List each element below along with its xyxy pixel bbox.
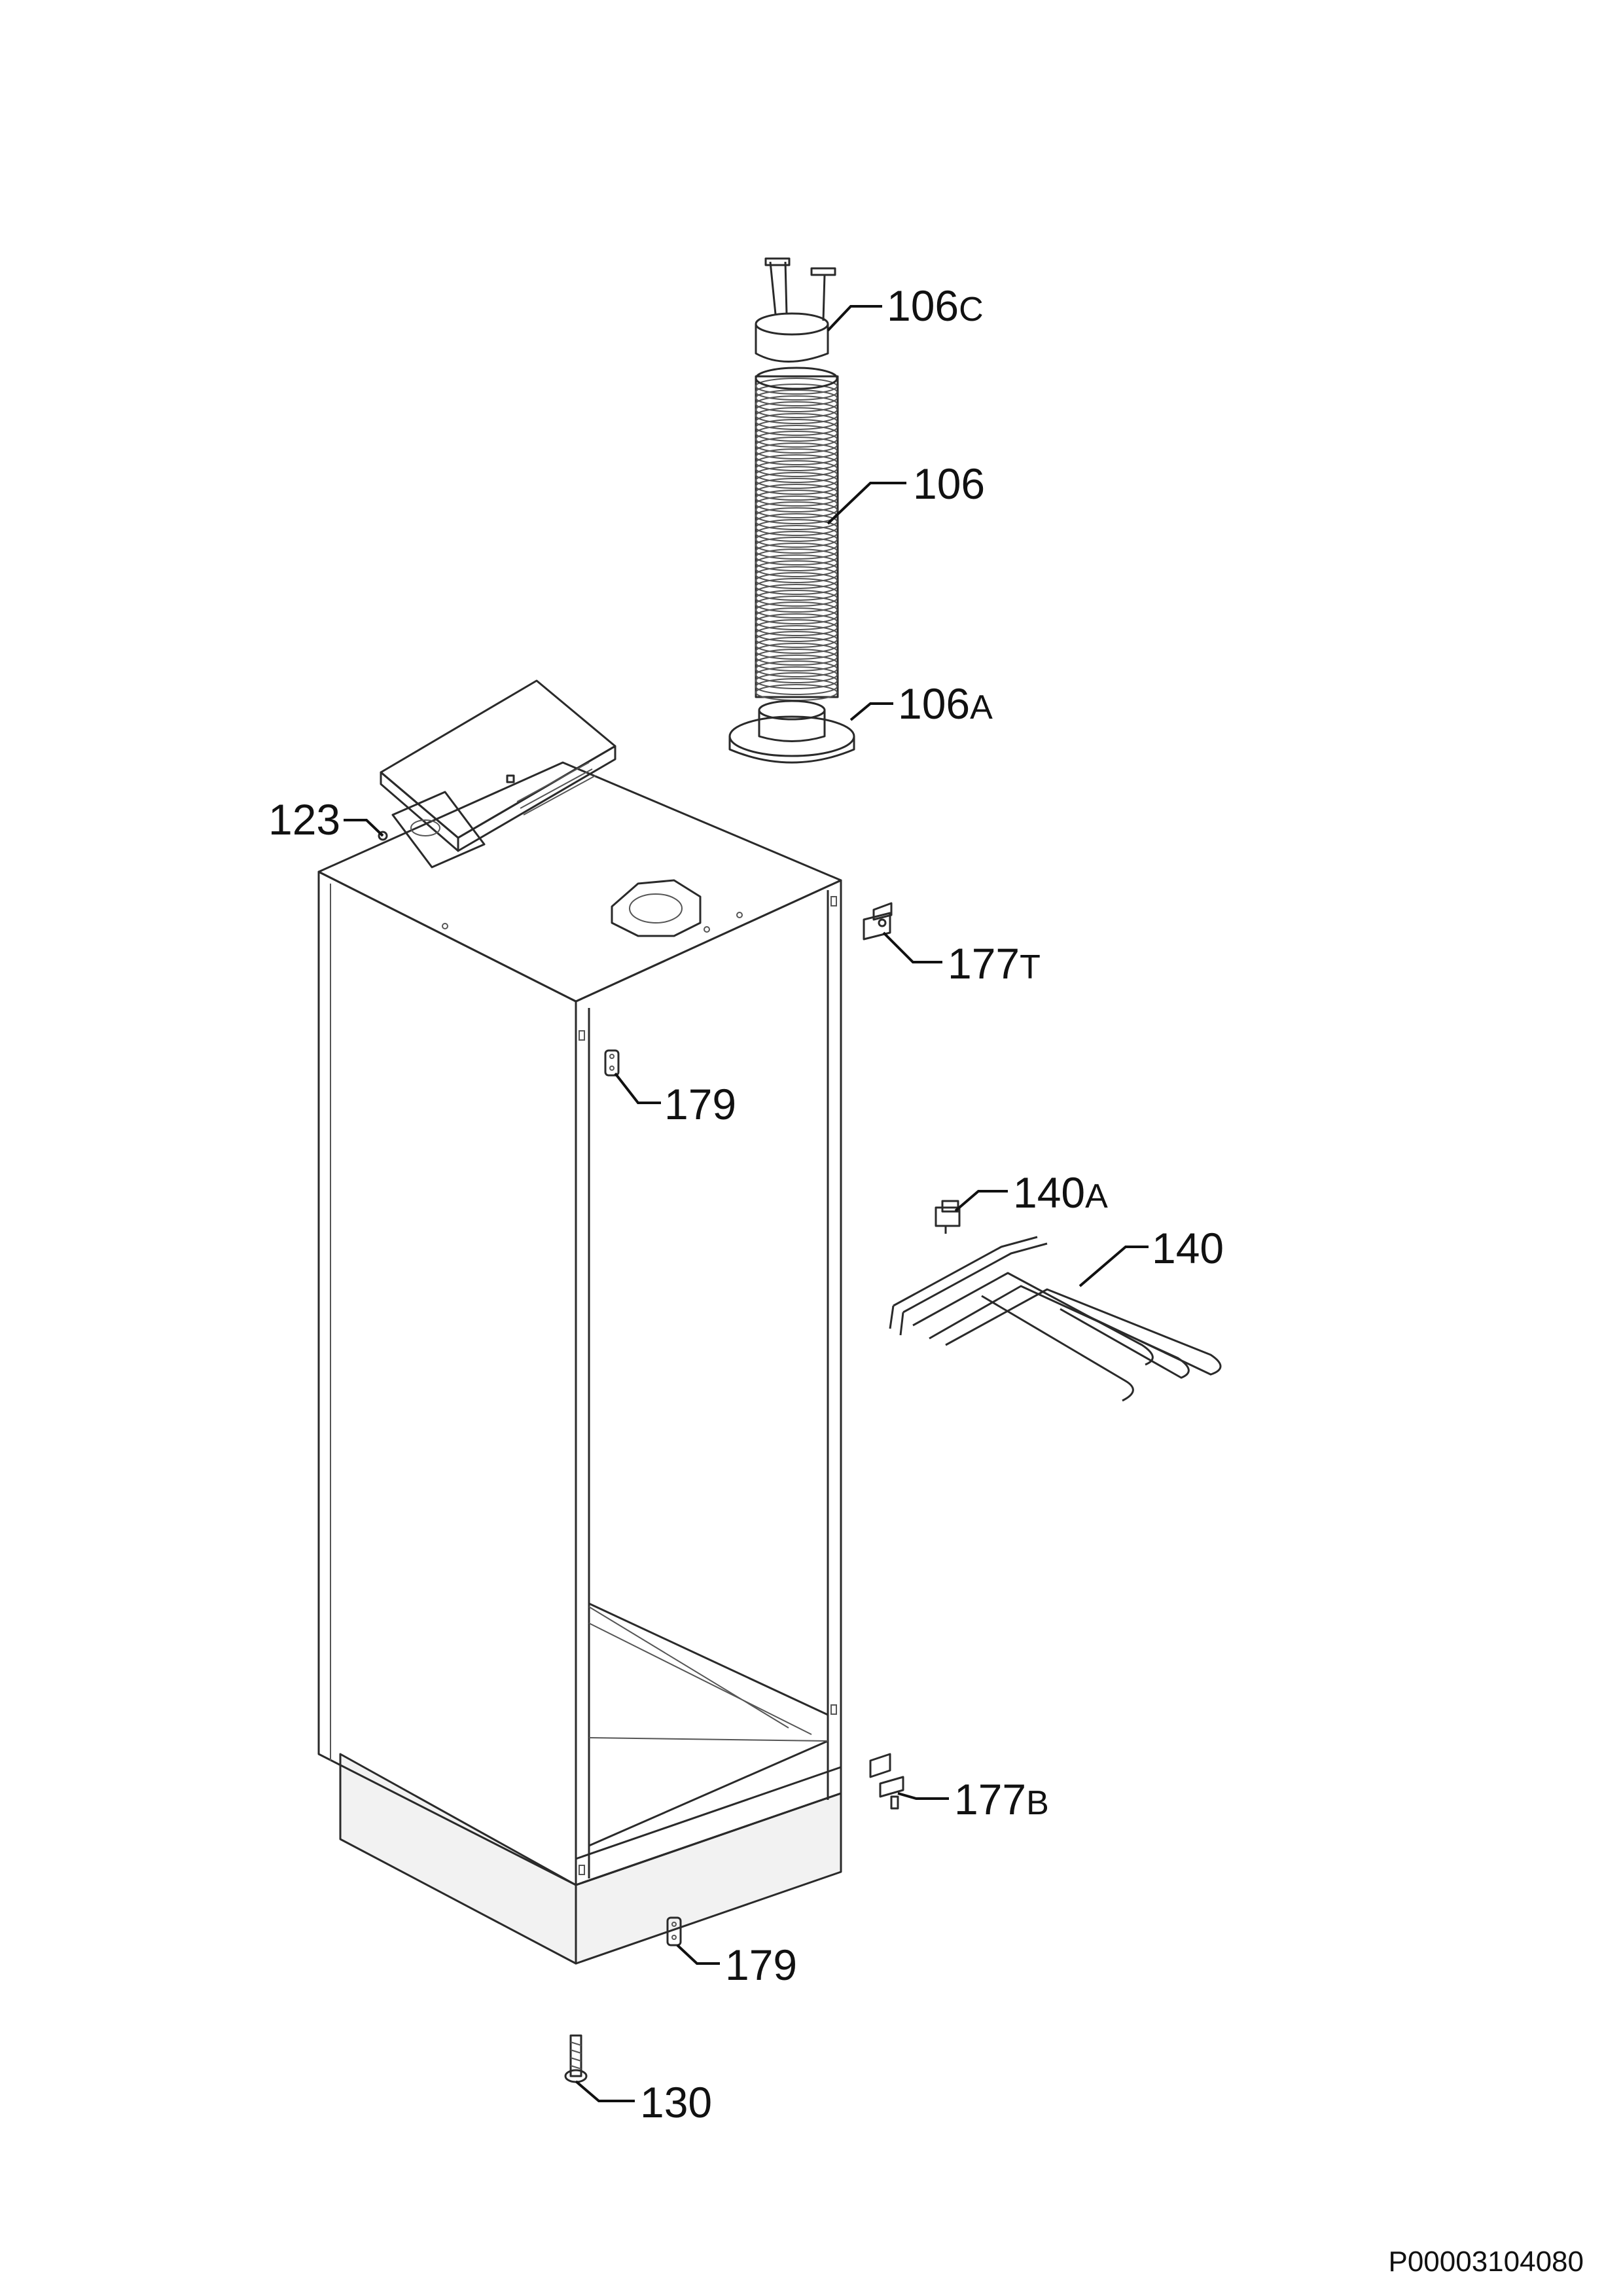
- callout-106c: 106C: [887, 281, 984, 330]
- hinge-bracket-177t: [863, 902, 893, 941]
- duct-rib: [755, 454, 838, 471]
- callout-179-bottom: 179: [725, 1941, 797, 1989]
- duct-rib: [755, 484, 838, 501]
- duct-rib: [755, 619, 838, 636]
- callout-140a: 140A: [1013, 1168, 1108, 1217]
- callout-123: 123: [268, 795, 340, 844]
- duct-clamp-106c: [755, 257, 836, 363]
- control-bracket: [391, 791, 486, 869]
- duct-rib: [755, 378, 838, 395]
- duct-rib: [755, 395, 838, 412]
- duct-rib: [755, 431, 838, 448]
- duct-rib: [755, 560, 838, 577]
- duct-rib: [755, 666, 838, 683]
- duct-rib: [755, 660, 838, 677]
- duct-rib: [755, 442, 838, 459]
- callout-177t: 177T: [948, 939, 1041, 988]
- callout-labels: 106C 106 106A 123 177T 179 140A 140 177B…: [268, 281, 1224, 2126]
- duct-rib: [755, 596, 838, 613]
- shelf-rack-140: [889, 1236, 1222, 1402]
- duct-rib: [755, 401, 838, 418]
- hinge-bracket-177b: [869, 1753, 904, 1810]
- duct-rib: [755, 425, 838, 442]
- duct-rib: [755, 472, 838, 489]
- callout-179-top: 179: [664, 1080, 736, 1128]
- duct-rib: [755, 543, 838, 560]
- duct-rib: [755, 448, 838, 465]
- duct-rib: [755, 531, 838, 548]
- duct-rib: [755, 625, 838, 642]
- duct-rib: [755, 407, 838, 424]
- duct-rib: [755, 649, 838, 666]
- duct-rib: [755, 590, 838, 607]
- screw-123: [378, 831, 388, 841]
- duct-flange-106a: [728, 700, 855, 764]
- duct-rib: [755, 519, 838, 536]
- duct-rib: [755, 554, 838, 571]
- duct-rib: [755, 578, 838, 595]
- duct-rib: [755, 513, 838, 530]
- duct-rib: [755, 389, 838, 406]
- duct-rib: [755, 678, 838, 695]
- duct-rib: [755, 501, 838, 518]
- duct-rib: [755, 413, 838, 430]
- duct-rib: [755, 613, 838, 630]
- callout-106a: 106A: [898, 679, 993, 728]
- duct-rib: [755, 584, 838, 601]
- clip-140a: [935, 1200, 961, 1234]
- duct-rib: [755, 478, 838, 495]
- duct-rib: [755, 566, 838, 583]
- duct-rib: [755, 601, 838, 619]
- callout-130: 130: [640, 2078, 712, 2126]
- duct-rib: [755, 607, 838, 624]
- duct-rib: [755, 437, 838, 454]
- duct-rib: [755, 419, 838, 436]
- duct-rib: [755, 466, 838, 483]
- callout-140: 140: [1152, 1224, 1224, 1272]
- duct-rib: [755, 631, 838, 648]
- clip-179-top: [604, 1049, 620, 1077]
- duct-rib: [755, 537, 838, 554]
- duct-rib: [755, 460, 838, 477]
- adjustable-foot-130: [564, 2034, 588, 2083]
- duct-rib: [755, 655, 838, 672]
- duct-rib: [755, 525, 838, 542]
- duct-rib: [755, 490, 838, 507]
- top-cover-plate: [380, 679, 616, 852]
- leader-lines: [344, 305, 1149, 2102]
- duct-rib: [755, 548, 838, 565]
- drawing-code: P00003104080: [1388, 2246, 1584, 2278]
- callout-177b: 177B: [954, 1775, 1049, 1823]
- duct-rib: [755, 384, 838, 401]
- duct-rib: [755, 495, 838, 512]
- callout-106: 106: [913, 459, 985, 508]
- duct-rib: [755, 672, 838, 689]
- duct-rib: [755, 643, 838, 660]
- flexible-duct-106: [755, 367, 839, 701]
- duct-rib: [755, 637, 838, 654]
- clip-179-bottom: [666, 1916, 682, 1946]
- duct-rib: [755, 572, 838, 589]
- cabinet-housing: [317, 761, 842, 1965]
